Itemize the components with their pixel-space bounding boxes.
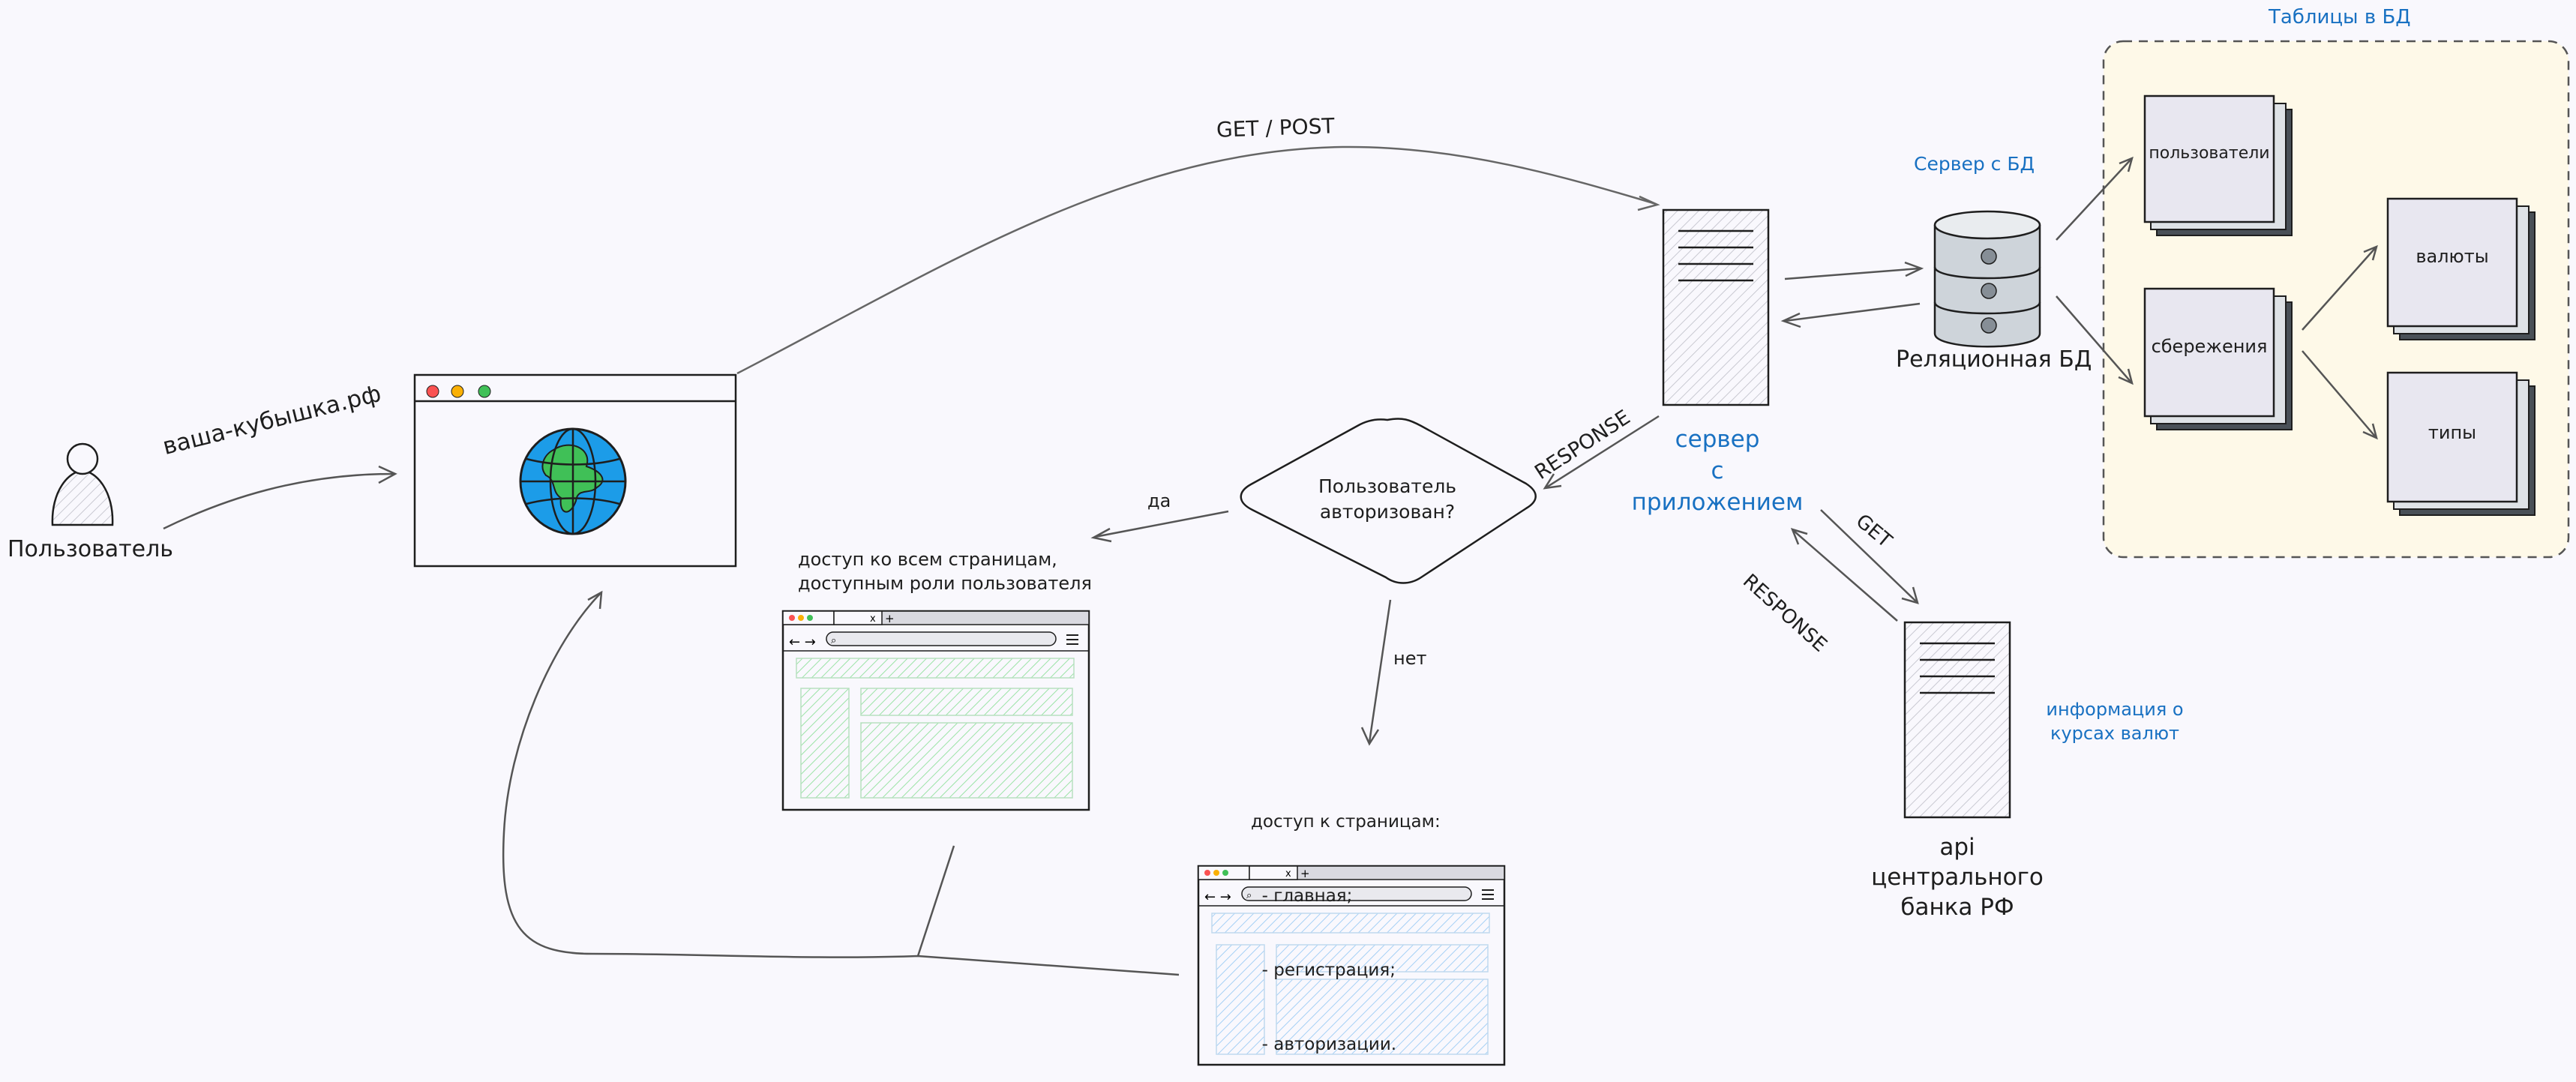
app-server-label: сервер с приложением <box>1620 424 1815 518</box>
full-access-line-1: доступ ко всем страницам, <box>798 549 1057 570</box>
database-icon <box>1933 210 2041 348</box>
server-to-db-arrow <box>1784 267 1921 280</box>
user-to-browser-arrow <box>163 472 394 530</box>
savings-to-currencies-arrow <box>2302 247 2377 331</box>
table-currencies <box>2386 197 2536 340</box>
decision-text-line-1: Пользователь <box>1318 475 1457 497</box>
db-to-users-arrow <box>2056 158 2132 241</box>
get-post-arrow <box>736 145 1657 375</box>
no-arrow <box>1368 599 1392 743</box>
db-to-server-arrow <box>1784 302 1921 322</box>
user-icon <box>51 442 114 526</box>
cbr-info-line-2: курсах валют <box>2050 723 2180 744</box>
table-types <box>2386 371 2536 516</box>
cbr-label-line-1: api <box>1939 834 1975 861</box>
cbr-get-arrow <box>1820 509 1917 602</box>
decision-text-line-2: авторизован? <box>1319 501 1456 523</box>
cbr-label-line-2: центрального <box>1871 864 2044 891</box>
full-access-text: доступ ко всем страницам, доступным роли… <box>798 547 1092 595</box>
table-currencies-label: валюты <box>2416 246 2489 267</box>
table-savings-label: сбережения <box>2151 336 2268 357</box>
get-post-label: GET / POST <box>1216 113 1336 142</box>
svg-text:← →: ← → <box>789 634 816 650</box>
db-server-label: Сервер с БД <box>1914 153 2035 175</box>
cbr-info-text: информация о курсах валют <box>2025 697 2205 745</box>
svg-text:⌕: ⌕ <box>1246 890 1252 901</box>
app-server-label-line-2: с <box>1711 457 1724 484</box>
table-users-label: пользователи <box>2149 144 2270 163</box>
table-types-label: типы <box>2428 422 2477 443</box>
yes-label: да <box>1147 490 1171 511</box>
return-arrow <box>502 593 1180 976</box>
db-to-savings-arrow <box>2056 295 2132 383</box>
relational-db-label: Реляционная БД <box>1896 346 2092 373</box>
cbr-api-server <box>1903 621 2011 819</box>
svg-text:+: + <box>885 612 895 625</box>
decision-diamond <box>1240 418 1537 584</box>
no-label: нет <box>1393 648 1427 669</box>
app-server <box>1662 208 1770 406</box>
yes-arrow <box>1094 510 1229 538</box>
globe-icon <box>519 427 627 535</box>
table-users <box>2143 94 2293 236</box>
user-label: Пользователь <box>7 536 173 562</box>
limited-access-text: доступ к страницам: - главная; - регистр… <box>1251 760 1441 1082</box>
response-arrow <box>1546 415 1660 489</box>
limited-access-line-4: - авторизации. <box>1251 1035 1397 1054</box>
savings-to-types-arrow <box>2302 350 2377 438</box>
svg-text:x: x <box>870 613 876 625</box>
svg-text:← →: ← → <box>1204 889 1231 905</box>
limited-access-line-3: - регистрация; <box>1251 961 1396 980</box>
svg-text:x: x <box>1285 868 1291 880</box>
cbr-label-line-3: банка РФ <box>1900 894 2014 921</box>
table-savings <box>2143 287 2293 430</box>
cbr-info-line-1: информация о <box>2046 699 2184 720</box>
svg-text:+: + <box>1300 867 1310 880</box>
cbr-label: api центрального банка РФ <box>1845 832 2070 922</box>
limited-access-line-2: - главная; <box>1251 886 1353 906</box>
limited-access-browser: x + ← → ⌕ <box>1197 865 1506 1066</box>
limited-access-line-1: доступ к страницам: <box>1251 812 1441 832</box>
app-server-label-line-1: сервер <box>1675 426 1760 453</box>
full-access-line-2: доступным роли пользователя <box>798 573 1092 594</box>
decision-text: Пользователь авторизован? <box>1282 474 1492 525</box>
tables-group-title: Таблицы в БД <box>2269 6 2411 28</box>
return-line <box>916 845 955 957</box>
full-access-browser: x + ← → ⌕ <box>781 610 1090 811</box>
svg-text:⌕: ⌕ <box>831 635 836 646</box>
app-server-label-line-3: приложением <box>1631 489 1804 516</box>
cbr-response-arrow <box>1793 530 1898 622</box>
